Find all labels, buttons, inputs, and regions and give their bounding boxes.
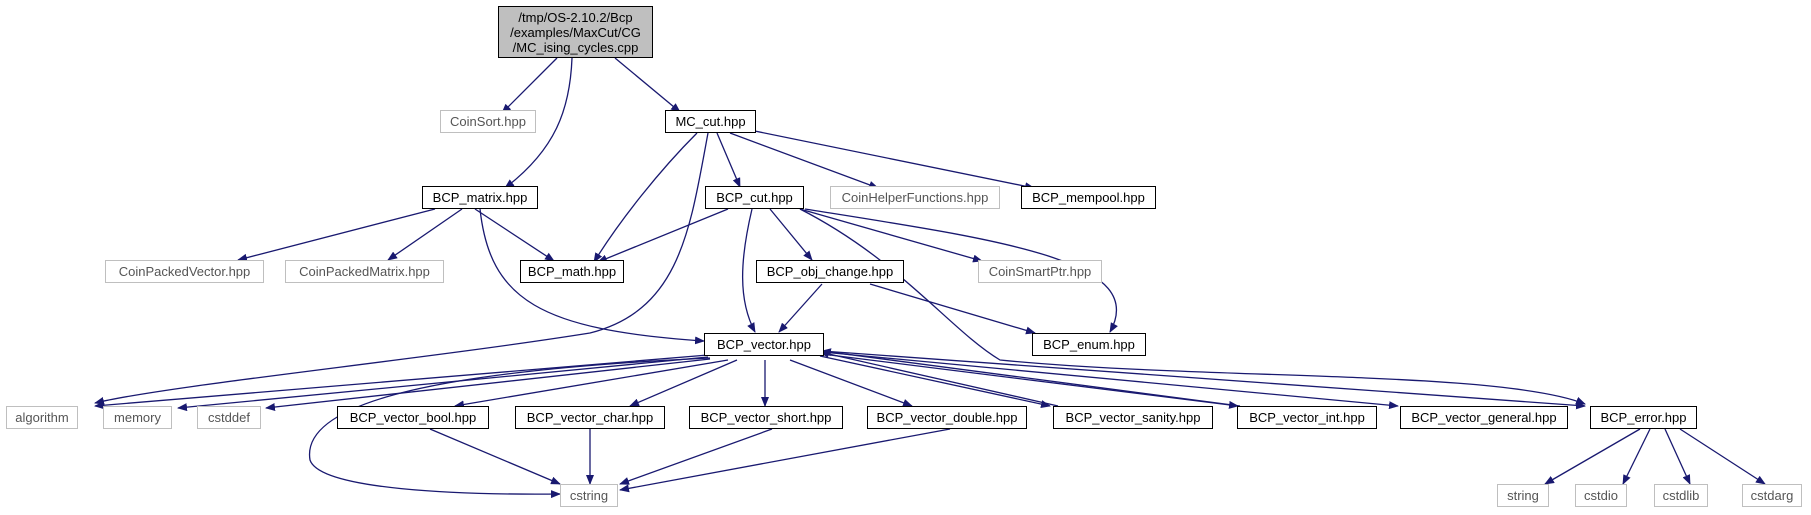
node-bcp-matrix[interactable]: BCP_matrix.hpp bbox=[422, 186, 538, 209]
edge-bcp-vector-algorithm bbox=[94, 354, 709, 410]
node-bcp-error[interactable]: BCP_error.hpp bbox=[1590, 406, 1697, 429]
node-cstdlib: cstdlib bbox=[1654, 484, 1708, 507]
edge-bcp-vector-bcp-error bbox=[821, 350, 1586, 410]
node-coinpackedmatrix: CoinPackedMatrix.hpp bbox=[285, 260, 444, 283]
node-bcp-math[interactable]: BCP_math.hpp bbox=[520, 260, 624, 283]
edge-bcp-vector-cstddef bbox=[265, 358, 711, 411]
edge-mc-cut-algorithm bbox=[94, 132, 709, 405]
edge-error-cstdio bbox=[1622, 428, 1651, 485]
root-file-line-3: /MC_ising_cycles.cpp bbox=[512, 39, 639, 55]
edge-mc-cut-bcp-cut bbox=[716, 132, 741, 188]
node-mc-cut[interactable]: MC_cut.hpp bbox=[665, 110, 756, 133]
edge-bcp-matrix-coinpackedvector bbox=[237, 208, 436, 262]
edge-bcp-vector-sanity bbox=[819, 355, 1051, 408]
node-bcp-obj-change[interactable]: BCP_obj_change.hpp bbox=[756, 260, 904, 283]
edge-double-cstring bbox=[619, 428, 951, 493]
node-bcp-vector-short[interactable]: BCP_vector_short.hpp bbox=[689, 406, 843, 429]
node-bcp-enum[interactable]: BCP_enum.hpp bbox=[1032, 333, 1146, 356]
node-bcp-mempool[interactable]: BCP_mempool.hpp bbox=[1021, 186, 1156, 209]
node-cstddef: cstddef bbox=[197, 406, 261, 429]
edge-int-bcp-vector bbox=[821, 348, 1241, 407]
node-cstdio: cstdio bbox=[1575, 484, 1627, 507]
node-string: string bbox=[1497, 484, 1549, 507]
edge-bcp-vector-memory bbox=[177, 356, 709, 412]
edge-bcp-obj-change-bcp-vector bbox=[778, 283, 823, 333]
edge-bcp-vector-cstring bbox=[308, 357, 711, 499]
root-file-line-1: /tmp/OS-2.10.2/Bcp bbox=[518, 9, 633, 25]
edge-mc-cut-coinhelper bbox=[729, 132, 879, 189]
edge-bcp-vector-general bbox=[821, 351, 1399, 410]
edge-error-cstdarg bbox=[1679, 428, 1766, 485]
edge-error-string bbox=[1544, 428, 1641, 485]
node-bcp-vector-double[interactable]: BCP_vector_double.hpp bbox=[867, 406, 1027, 429]
edge-mc-cut-bcp-mempool bbox=[739, 127, 1035, 191]
edge-bcp-cut-bcp-obj-change bbox=[769, 208, 813, 261]
root-file-node: /tmp/OS-2.10.2/Bcp /examples/MaxCut/CG /… bbox=[498, 6, 653, 58]
edge-bcp-cut-bcp-math bbox=[597, 208, 729, 263]
node-bcp-vector-char[interactable]: BCP_vector_char.hpp bbox=[515, 406, 665, 429]
edge-bcp-vector-bool bbox=[454, 359, 729, 409]
edge-sanity-bcp-vector bbox=[819, 350, 1059, 407]
node-coinhelperfunctions: CoinHelperFunctions.hpp bbox=[830, 186, 1000, 209]
edge-mc-cut-bcp-math bbox=[593, 132, 698, 263]
edge-bcp-cut-coinsmartptr bbox=[799, 208, 983, 263]
edge-short-cstring bbox=[619, 428, 773, 485]
edge-bcp-matrix-bcp-vector bbox=[479, 208, 705, 345]
node-coinsort: CoinSort.hpp bbox=[440, 110, 536, 133]
node-memory: memory bbox=[103, 406, 172, 429]
root-file-line-2: /examples/MaxCut/CG bbox=[510, 24, 641, 40]
node-algorithm: algorithm bbox=[6, 406, 78, 429]
edge-root-mc-cut bbox=[614, 57, 681, 113]
edge-bcp-matrix-coinpackedmatrix bbox=[387, 208, 463, 261]
edge-root-bcp-matrix bbox=[504, 57, 573, 189]
edge-bool-cstring bbox=[429, 428, 561, 485]
node-bcp-vector-int[interactable]: BCP_vector_int.hpp bbox=[1237, 406, 1377, 429]
node-cstring: cstring bbox=[560, 484, 618, 507]
edge-bcp-cut-bcp-vector bbox=[741, 208, 756, 333]
node-bcp-cut[interactable]: BCP_cut.hpp bbox=[705, 186, 804, 209]
node-bcp-vector-bool[interactable]: BCP_vector_bool.hpp bbox=[337, 406, 489, 429]
edge-bcp-cut-bcp-enum bbox=[804, 208, 1118, 333]
node-bcp-vector-sanity[interactable]: BCP_vector_sanity.hpp bbox=[1053, 406, 1213, 429]
edge-root-coinsort bbox=[501, 57, 558, 114]
edge-bcp-vector-int bbox=[821, 353, 1239, 409]
node-cstdarg: cstdarg bbox=[1742, 484, 1802, 507]
node-coinsmartptr: CoinSmartPtr.hpp bbox=[978, 260, 1102, 283]
node-coinpackedvector: CoinPackedVector.hpp bbox=[105, 260, 264, 283]
edge-bcp-vector-double bbox=[789, 359, 913, 407]
edge-bcp-vector-char bbox=[629, 359, 738, 407]
node-bcp-vector[interactable]: BCP_vector.hpp bbox=[704, 333, 824, 356]
edge-bcp-matrix-bcp-math bbox=[474, 208, 555, 262]
edge-bcp-obj-change-bcp-enum bbox=[869, 283, 1036, 335]
edge-error-cstdlib bbox=[1664, 428, 1691, 485]
node-bcp-vector-general[interactable]: BCP_vector_general.hpp bbox=[1400, 406, 1568, 429]
